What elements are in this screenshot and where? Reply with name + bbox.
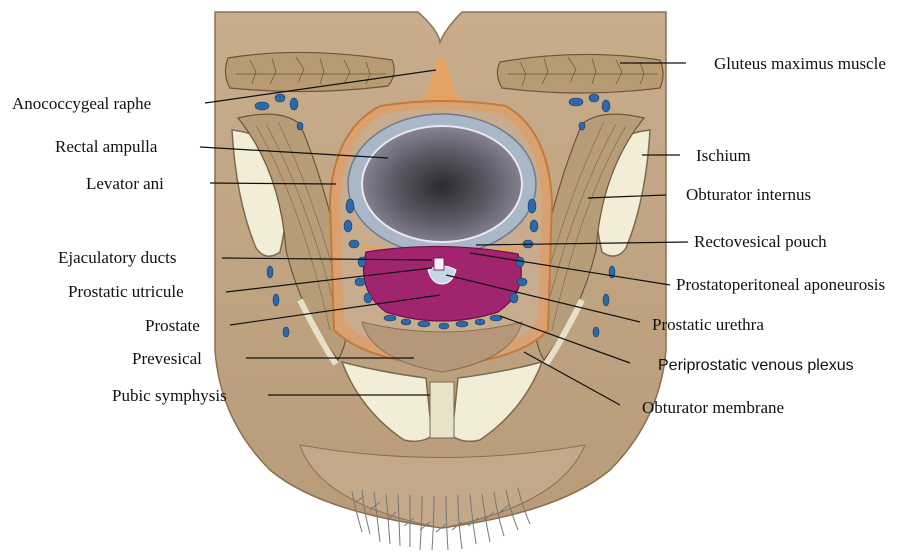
label-pubic-symphysis: Pubic symphysis — [112, 386, 227, 405]
labels-right: Gluteus maximus muscle Ischium Obturator… — [642, 54, 886, 417]
label-ejaculatory-ducts: Ejaculatory ducts — [58, 248, 177, 267]
label-levator-ani: Levator ani — [86, 174, 164, 193]
prostatic-utricle — [434, 258, 444, 270]
symphyseal-disc — [430, 382, 454, 438]
label-obturator-membrane: Obturator membrane — [642, 398, 784, 417]
label-anococcygeal-raphe: Anococcygeal raphe — [12, 94, 151, 113]
label-prostate: Prostate — [145, 316, 200, 335]
label-gluteus-maximus-muscle: Gluteus maximus muscle — [714, 54, 886, 73]
label-ischium: Ischium — [696, 146, 751, 165]
label-prostatoperitoneal-aponeurosis: Prostatoperitoneal aponeurosis — [676, 275, 885, 294]
label-rectovesical-pouch: Rectovesical pouch — [694, 232, 827, 251]
labels-left: Anococcygeal raphe Rectal ampulla Levato… — [12, 94, 227, 405]
label-prevesical: Prevesical — [132, 349, 202, 368]
label-periprostatic-venous-plexus: Periprostatic venous plexus — [658, 357, 854, 374]
label-obturator-internus: Obturator internus — [686, 185, 811, 204]
label-rectal-ampulla: Rectal ampulla — [55, 137, 158, 156]
label-prostatic-utricule: Prostatic utricule — [68, 282, 184, 301]
gluteus-maximus-left — [225, 52, 394, 91]
perineal-skin-band — [300, 445, 585, 528]
rectal-ampulla-lumen — [362, 126, 522, 242]
label-prostatic-urethra: Prostatic urethra — [652, 315, 764, 334]
